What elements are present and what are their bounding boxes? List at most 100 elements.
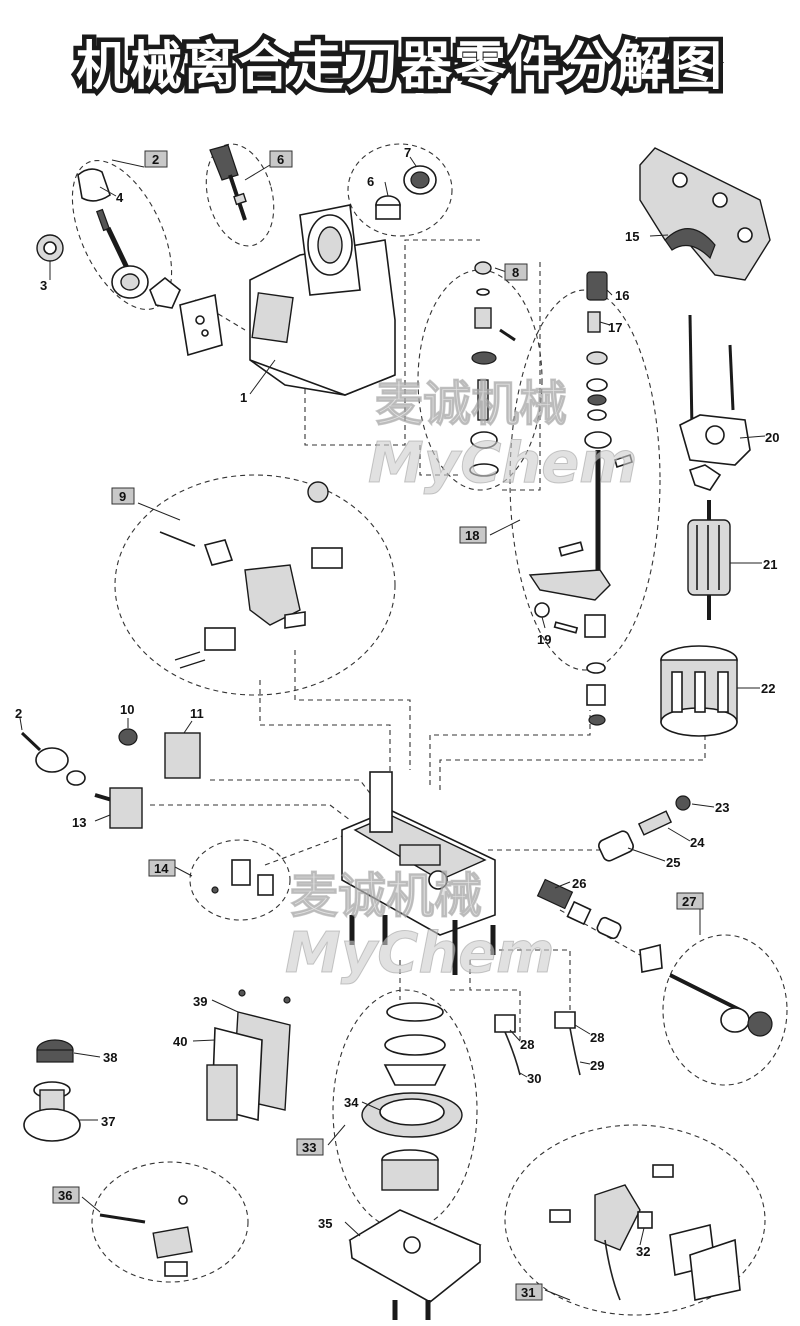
group-14-outline (189, 839, 291, 921)
part-21-armature (687, 500, 731, 620)
part-33-gear-stack (381, 1002, 447, 1191)
part-35-base-housing (348, 1209, 482, 1320)
part-11-microswitch (164, 732, 201, 779)
housing-screws (349, 915, 496, 975)
callout-23: 23 (715, 800, 729, 815)
callout-37: 37 (101, 1114, 115, 1129)
part-28-clip-left (494, 1014, 516, 1033)
part-3-knob (36, 234, 64, 262)
group-36-outline (91, 1161, 249, 1283)
part-37-base-collar (23, 1081, 81, 1142)
page-title: 机械离合走刀器零件分解图 (76, 37, 724, 97)
callout-labels: 1 2 2 3 4 6 6 7 8 9 10 11 13 14 15 16 17… (15, 145, 779, 1301)
callout-3: 3 (40, 278, 47, 293)
callout-22: 22 (761, 681, 775, 696)
callout-4: 4 (116, 190, 124, 205)
callout-40: 40 (173, 1034, 187, 1049)
callout-6b: 6 (367, 174, 374, 189)
callout-box-27 (676, 892, 704, 910)
callout-8: 8 (512, 265, 519, 280)
part-14-switch-group (211, 859, 274, 896)
part-13-toggle-switch (94, 787, 143, 829)
callout-box-36 (52, 1186, 80, 1204)
part-18-shaft-assembly (528, 351, 633, 726)
callout-box-8 (504, 263, 528, 281)
watermark-upper: 麦诚机械 MyChem (368, 376, 639, 497)
callout-30: 30 (527, 1071, 541, 1086)
callout-box-6 (269, 150, 293, 168)
part-26-gear-shaft (536, 878, 622, 940)
part-29-cable (569, 1027, 581, 1076)
watermark-en-upper: MyChem (368, 431, 638, 496)
callout-18: 18 (465, 528, 479, 543)
callout-29: 29 (590, 1058, 604, 1073)
callout-1: 1 (240, 390, 247, 405)
callout-21: 21 (763, 557, 777, 572)
callout-13: 13 (72, 815, 86, 830)
callout-31: 31 (521, 1285, 535, 1300)
watermark-en-lower: MyChem (285, 921, 555, 986)
part-16-spring (586, 271, 608, 301)
callout-24: 24 (690, 835, 705, 850)
watermark-lower: 麦诚机械 MyChem (285, 868, 556, 987)
callout-box-31 (515, 1283, 543, 1301)
callout-15: 15 (625, 229, 639, 244)
gasket-plate (179, 293, 223, 357)
part-17-spring-small (587, 311, 601, 333)
callout-9: 9 (119, 489, 126, 504)
part-34-gear (361, 1092, 463, 1138)
callout-box-14 (148, 859, 176, 877)
callout-7: 7 (404, 145, 411, 160)
part-6-bushing (375, 195, 401, 220)
callout-box-33 (296, 1138, 324, 1156)
part-2-lever-assembly (77, 168, 181, 309)
callout-39: 39 (193, 994, 207, 1009)
part-40-gasket (206, 1026, 263, 1122)
part-9-switch-assembly (159, 481, 343, 669)
group-18-outline (509, 289, 661, 671)
part-20-bracket (679, 314, 751, 491)
group-9-outline (114, 474, 396, 696)
callout-20: 20 (765, 430, 779, 445)
part-7-needle-bearing (403, 165, 437, 195)
part-23-nut (675, 795, 691, 811)
callout-38: 38 (103, 1050, 117, 1065)
part-22-stator (660, 645, 738, 737)
callout-28a: 28 (520, 1037, 534, 1052)
part-8-shaft-stack (469, 261, 516, 477)
part-24-shaft (637, 810, 673, 836)
callout-2a: 2 (152, 152, 159, 167)
group-6-outline (205, 143, 275, 247)
callout-box-9 (111, 487, 135, 505)
part-32-terminal (637, 1211, 653, 1229)
callout-2b: 2 (15, 706, 22, 721)
callout-11: 11 (190, 706, 204, 721)
callout-27: 27 (682, 894, 696, 909)
callout-35: 35 (318, 1216, 332, 1231)
callout-19: 19 (537, 632, 551, 647)
part-27-clutch-shaft (639, 943, 773, 1037)
callout-25: 25 (666, 855, 680, 870)
callout-26: 26 (572, 876, 586, 891)
part-31-brush-holder (549, 1164, 741, 1301)
part-38-knurled-nut (36, 1039, 74, 1063)
callout-32: 32 (636, 1244, 650, 1259)
callout-17: 17 (608, 320, 622, 335)
part-10-nut (118, 728, 138, 746)
callout-16: 16 (615, 288, 629, 303)
part-2-switch-knob (20, 731, 69, 773)
part-28-clip-right (554, 1011, 576, 1029)
group-8-outline (417, 269, 543, 491)
group-31-outline (504, 1124, 766, 1316)
group-27-outline (662, 934, 788, 1086)
part-15-cover (639, 147, 771, 281)
callout-33: 33 (302, 1140, 316, 1155)
callout-box-2 (144, 150, 168, 168)
watermark-cn-upper: 麦诚机械 (375, 376, 567, 432)
part-30-cable (504, 1031, 521, 1076)
part-1-top-housing (249, 204, 396, 396)
callout-6a: 6 (277, 152, 284, 167)
group-6-7-outline (347, 143, 453, 237)
part-washers (66, 770, 86, 786)
